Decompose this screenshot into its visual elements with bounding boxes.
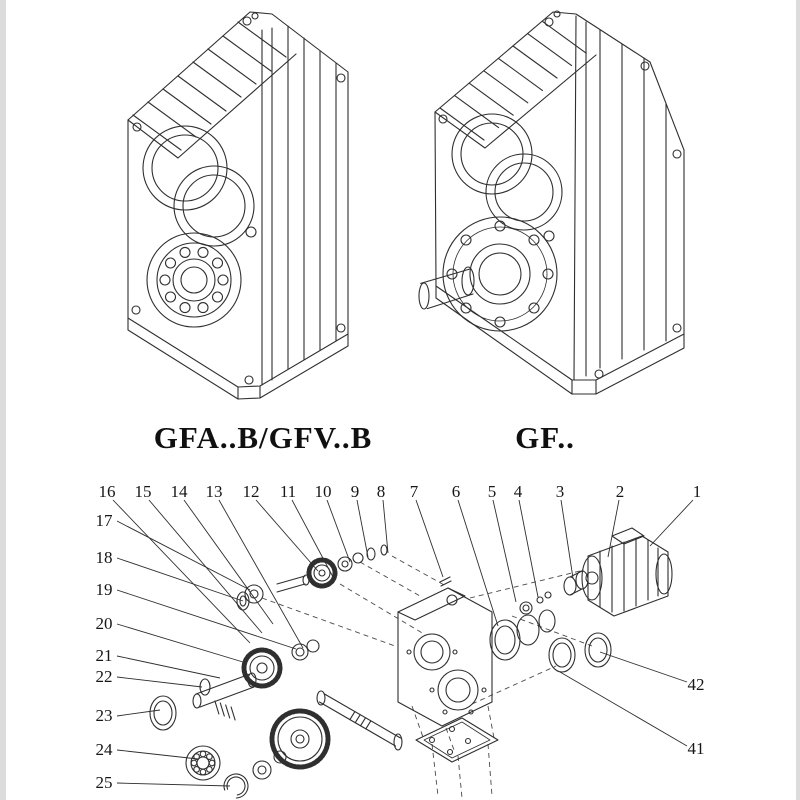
gearbox-right-drawing <box>418 10 685 395</box>
part-number: 24 <box>95 740 113 759</box>
part-number: 25 <box>95 773 113 792</box>
model-label-gf: GF.. <box>515 420 575 455</box>
part-number: 3 <box>555 482 565 501</box>
part-number: 22 <box>95 667 113 686</box>
page-edge-right <box>796 0 800 800</box>
part-number: 1 <box>692 482 702 501</box>
part-number: 6 <box>451 482 461 501</box>
part-number: 42 <box>687 675 705 694</box>
part-number: 14 <box>170 482 188 501</box>
part-number: 8 <box>376 482 386 501</box>
part-number: 19 <box>95 580 113 599</box>
part-number: 11 <box>279 482 297 501</box>
part-number: 16 <box>98 482 116 501</box>
part-number: 18 <box>95 548 113 567</box>
part-number: 10 <box>314 482 332 501</box>
gearbox-left-drawing <box>127 11 349 400</box>
dashed-axis-lines <box>261 555 593 799</box>
part-number: 15 <box>134 482 152 501</box>
part-number: 23 <box>95 706 113 725</box>
part-number: 9 <box>350 482 360 501</box>
part-number: 13 <box>205 482 223 501</box>
part-number: 5 <box>487 482 497 501</box>
part-number: 7 <box>409 482 419 501</box>
part-number: 12 <box>242 482 260 501</box>
page-edge-left <box>0 0 6 800</box>
exploded-parts-drawing <box>149 527 673 799</box>
part-number: 4 <box>513 482 523 501</box>
model-label-gfab-gfvb: GFA..B/GFV..B <box>153 420 373 455</box>
leader-lines <box>112 499 694 787</box>
part-number: 41 <box>687 739 705 758</box>
part-number: 17 <box>95 511 113 530</box>
part-number: 21 <box>95 646 113 665</box>
part-number: 20 <box>95 614 113 633</box>
part-number: 2 <box>615 482 625 501</box>
